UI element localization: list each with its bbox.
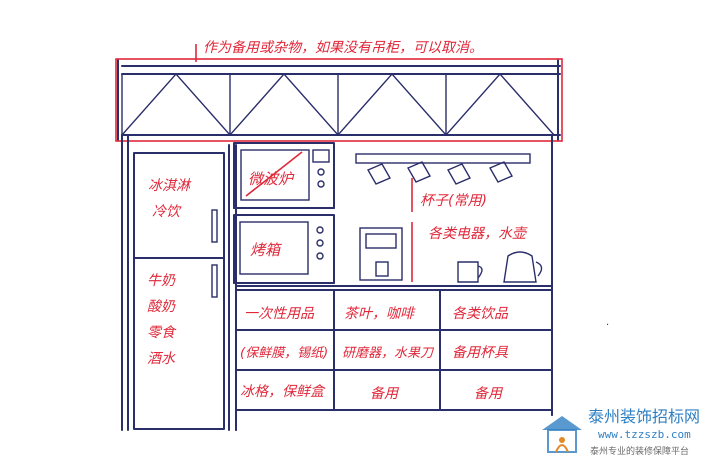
fridge-lower-label-3: 零食 <box>147 325 177 341</box>
drawer-label-r2c1: (保鲜膜，锡纸) <box>240 346 328 361</box>
watermark-url: www.tzzszb.com <box>598 428 691 441</box>
watermark-logo-icon <box>542 416 582 453</box>
drawer-label-r1c2: 茶叶，咖啡 <box>344 306 416 322</box>
drawer-label-r3c3: 备用 <box>474 386 504 402</box>
watermark-slogan: 泰州专业的装修保障平台 <box>590 445 689 457</box>
stray-mark: · <box>606 320 609 331</box>
drawer-label-r2c2: 研磨器，水果刀 <box>342 346 435 361</box>
fridge-lower-handle <box>211 264 218 298</box>
watermark-name: 泰州装饰招标网 <box>588 407 700 426</box>
microwave-strike <box>245 151 303 197</box>
cup-rail <box>355 153 531 185</box>
top-note-label: 作为备用或杂物，如果没有吊柜，可以取消。 <box>203 40 483 56</box>
drawer-label-r2c3: 备用杯具 <box>452 345 509 361</box>
coffee-machine <box>359 227 403 281</box>
cups-label: 杯子(常用) <box>420 193 487 209</box>
fridge-freezer-label-1: 冰淇淋 <box>148 178 192 194</box>
fridge-upper-handle <box>211 209 218 243</box>
refrigerator <box>133 152 225 430</box>
drawer-label-r1c3: 各类饮品 <box>452 306 509 322</box>
upper-cabinet <box>117 59 561 141</box>
oven <box>233 214 335 284</box>
mug <box>457 261 483 283</box>
appliances-label: 各类电器，水壶 <box>428 226 528 242</box>
fridge-lower-label-2: 酸奶 <box>147 299 176 315</box>
oven-label: 烤箱 <box>250 241 283 259</box>
kettle <box>503 251 543 283</box>
upper-cabinet-red-outline <box>115 58 563 142</box>
microwave-label: 微波炉 <box>248 170 295 188</box>
watermark: 泰州装饰招标网 www.tzzszb.com 泰州专业的装修保障平台 <box>542 407 700 457</box>
drawer-grid <box>235 289 553 431</box>
fridge-freezer-label-2: 冷饮 <box>152 204 182 220</box>
drawer-label-r3c2: 备用 <box>370 386 400 402</box>
fridge-lower-label-4: 酒水 <box>147 351 176 367</box>
tall-cabinet-frame <box>121 134 553 431</box>
fridge-lower-label-1: 牛奶 <box>147 273 176 289</box>
drawer-label-r1c1: 一次性用品 <box>244 306 315 322</box>
drawer-label-r3c1: 冰格，保鲜盒 <box>240 384 326 400</box>
microwave <box>233 142 335 209</box>
